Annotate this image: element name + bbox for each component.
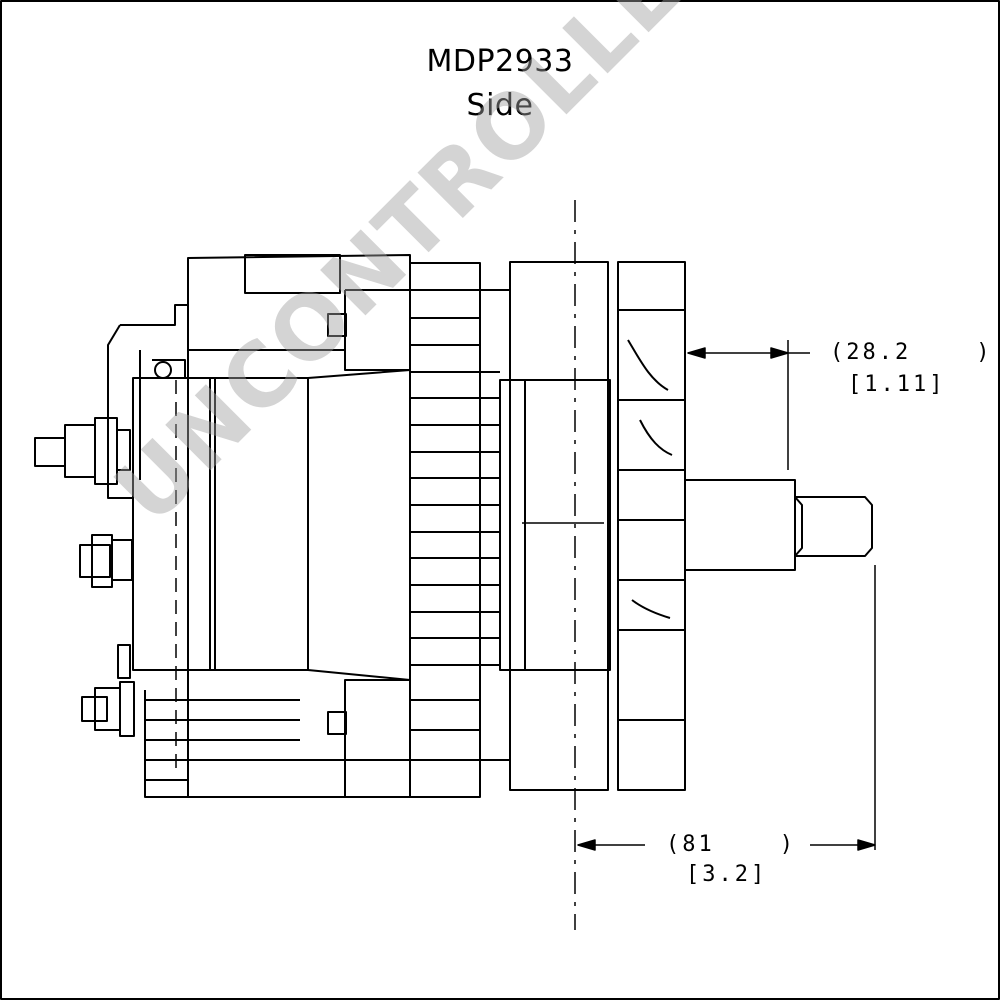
- dimension-81-inch: [3.2]: [686, 862, 768, 887]
- front-housing: [509, 261, 611, 791]
- shaft: [685, 479, 873, 571]
- dimension-28-2-inch: [1.11]: [848, 372, 946, 397]
- dimension-81: [577, 565, 876, 851]
- regulator-block: [132, 369, 411, 770]
- dimension-28-2-mm: (28.2 ): [830, 340, 993, 365]
- dimension-28-2: [687, 340, 810, 470]
- view-label: Side: [466, 88, 534, 123]
- rear-housing: [144, 254, 411, 798]
- drawing-title: MDP2933: [426, 44, 574, 79]
- stator-fins: [410, 262, 511, 798]
- dimension-81-mm: (81 ): [666, 832, 796, 857]
- terminal-studs: [34, 304, 189, 737]
- cooling-fan: [617, 261, 686, 791]
